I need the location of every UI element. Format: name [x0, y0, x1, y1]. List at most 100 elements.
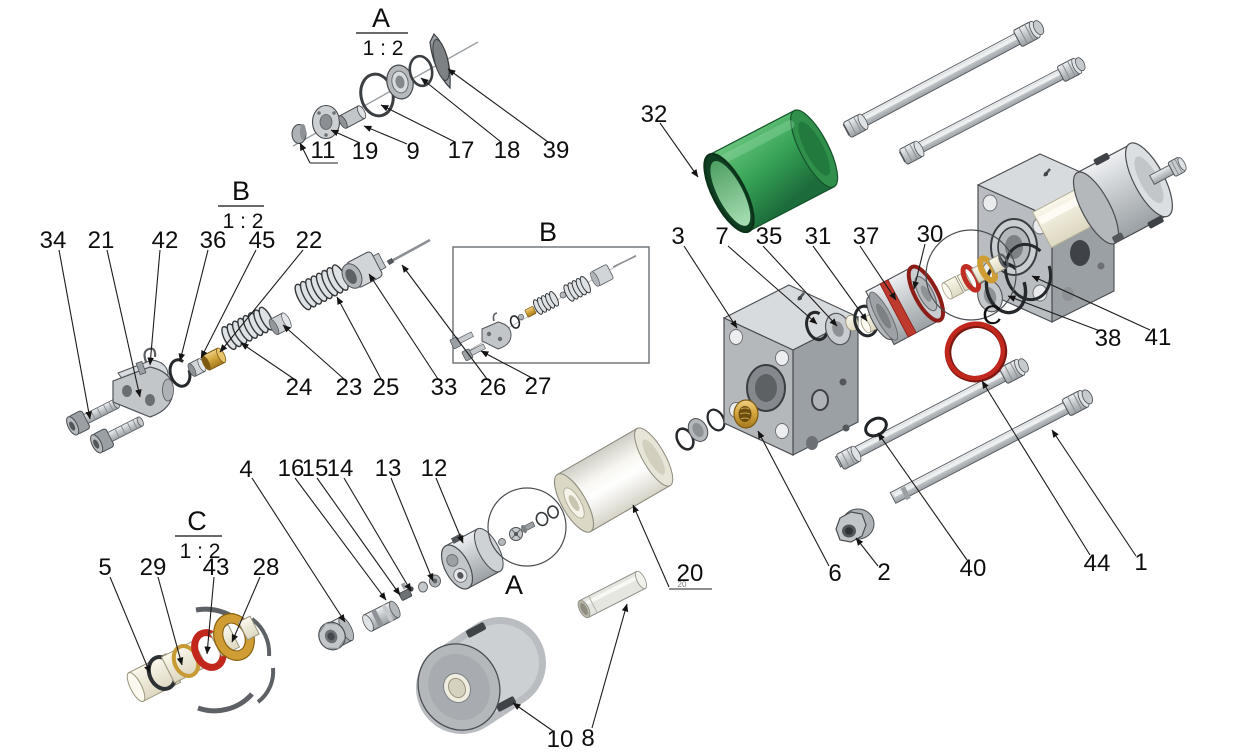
part-label-8: 8 — [581, 725, 594, 752]
leader-30 — [912, 243, 926, 290]
detail-b-mini-assembly — [449, 254, 637, 361]
tie-rod-top-1 — [842, 17, 1047, 138]
part-number-labels: 1 2 3 4 5 6 7 8 9 10 11 12 13 14 15 16 1… — [40, 101, 1172, 753]
circle-c-letter: C — [982, 300, 1002, 330]
part-21-valve-block — [112, 359, 174, 418]
leader-16 — [294, 477, 387, 601]
leader-8 — [591, 603, 629, 729]
part-label-15: 15 — [302, 455, 329, 482]
part-label-7: 7 — [715, 223, 728, 250]
part-23-sleeve — [268, 312, 292, 336]
view-c-letter: C — [187, 506, 207, 536]
part-16-15-cartridge — [362, 600, 401, 632]
part-18-thin-ring — [408, 54, 434, 88]
leader-12 — [435, 477, 464, 544]
leader-38 — [1007, 295, 1101, 332]
part-14-fitting — [398, 582, 414, 601]
leader-45 — [200, 249, 257, 359]
part-label-23: 23 — [336, 374, 363, 401]
part-label-20: 20 — [677, 560, 704, 587]
leader-4 — [251, 477, 346, 623]
part-30-piston — [860, 264, 946, 346]
part-label-35: 35 — [756, 223, 783, 250]
part-label-34: 34 — [40, 227, 67, 254]
view-a-scale: 1 : 2 — [363, 37, 404, 60]
part-19-flange — [311, 104, 341, 140]
part-label-16: 16 — [278, 455, 305, 482]
part-39-wiper-disc — [429, 32, 451, 90]
leader-6 — [757, 430, 830, 567]
leader-17 — [380, 104, 456, 143]
part-label-25: 25 — [373, 374, 400, 401]
leader-44 — [981, 380, 1091, 556]
part-label-44: 44 — [1084, 550, 1111, 577]
part-label-30: 30 — [917, 221, 944, 248]
detail-a-circle: A — [487, 487, 567, 600]
leader-37 — [859, 245, 897, 301]
part-label-20-tiny: 20 — [678, 580, 687, 589]
view-a-letter: A — [372, 3, 390, 33]
leader-9 — [363, 125, 408, 145]
part-2-hex-nut — [835, 508, 875, 543]
leader-13 — [390, 477, 434, 582]
part-label-33: 33 — [431, 374, 458, 401]
detail-c-assembly — [126, 606, 276, 714]
leader-26 — [401, 264, 488, 380]
part-label-17: 17 — [448, 137, 475, 164]
part-label-26: 26 — [480, 374, 507, 401]
part-42-pin — [135, 347, 157, 376]
part-label-29: 29 — [140, 554, 167, 581]
tie-rod-bottom-2 — [889, 387, 1096, 507]
part-label-43: 43 — [203, 554, 230, 581]
leader-25 — [336, 296, 382, 380]
detail-c-circle: C — [925, 229, 1017, 330]
part-label-12: 12 — [421, 455, 448, 482]
view-c-title: C 1 : 2 — [175, 506, 222, 563]
leader-29 — [157, 576, 184, 666]
part-label-42: 42 — [152, 227, 179, 254]
leader-10 — [512, 702, 554, 732]
part-label-39: 39 — [543, 137, 570, 164]
part-3-front-head-block — [722, 284, 860, 456]
part-24-spring — [221, 306, 275, 350]
part-label-27: 27 — [525, 373, 552, 400]
leader-5 — [109, 576, 151, 674]
part-label-9: 9 — [406, 138, 419, 165]
leader-41 — [1031, 275, 1151, 331]
leader-11 — [299, 142, 311, 164]
part-4-hex-plug — [318, 616, 355, 651]
tie-rod-top-2 — [898, 55, 1088, 166]
part-label-5: 5 — [98, 554, 111, 581]
part-label-4: 4 — [239, 456, 252, 483]
part-label-13: 13 — [375, 455, 402, 482]
circle-a-letter: A — [505, 570, 523, 600]
part-6-brass-bushing — [733, 399, 759, 429]
leader-33 — [368, 273, 439, 380]
part-label-11: 11 — [311, 137, 336, 164]
leader-31 — [812, 245, 868, 322]
part-label-18: 18 — [494, 137, 521, 164]
leader-34 — [58, 249, 92, 420]
part-label-21: 21 — [88, 227, 115, 254]
part-label-37: 37 — [853, 223, 880, 250]
part-label-19: 19 — [352, 138, 379, 165]
part-label-28: 28 — [253, 554, 280, 581]
part-32-green-tube — [703, 109, 839, 234]
detail-c-rod-4 — [237, 615, 260, 641]
part-label-41: 41 — [1145, 324, 1172, 351]
leader-35 — [762, 245, 838, 327]
view-b-scale: 1 : 2 — [223, 210, 264, 233]
part-44-oring-red — [944, 321, 1008, 383]
leader-28 — [231, 576, 261, 643]
leader-27 — [480, 350, 533, 379]
part-label-3: 3 — [671, 223, 684, 250]
leader-36 — [178, 249, 209, 362]
view-c-scale: 1 : 2 — [180, 540, 221, 563]
leader-1 — [1051, 429, 1137, 557]
view-b-title: B 1 : 2 — [218, 176, 264, 233]
leader-43 — [204, 576, 215, 655]
leader-15 — [316, 477, 401, 596]
valve-exploded-assembly — [63, 238, 431, 456]
rod-end-stud — [1149, 157, 1187, 186]
leader-7 — [727, 245, 818, 325]
